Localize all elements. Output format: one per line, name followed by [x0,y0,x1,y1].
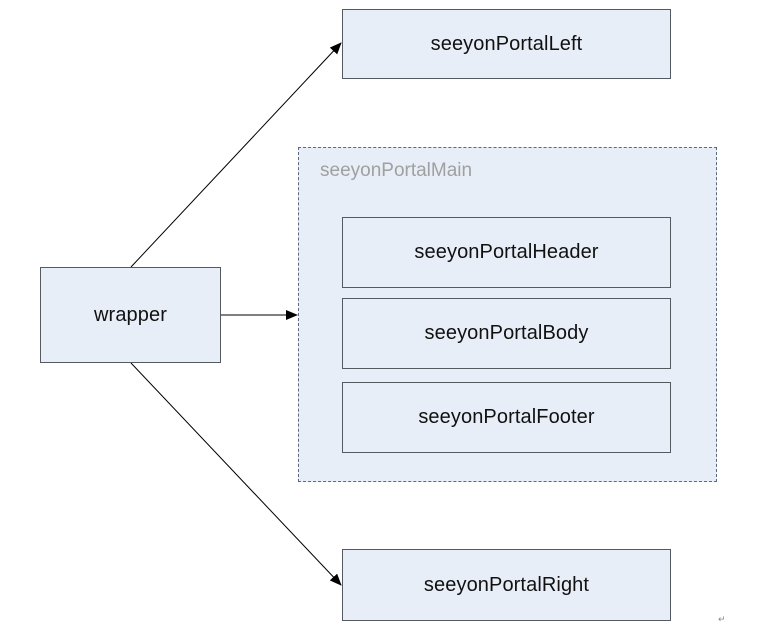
wrapper-label: wrapper [94,303,167,326]
portal-main-label: seeyonPortalMain [320,160,473,181]
wrapper-box: wrapper [40,267,221,363]
portal-header-box: seeyonPortalHeader [342,217,671,288]
paragraph-return-mark: ↵ [718,614,726,624]
portal-left-label: seeyonPortalLeft [430,32,583,55]
portal-body-box: seeyonPortalBody [342,298,671,369]
portal-body-label: seeyonPortalBody [424,322,589,344]
portal-left-box: seeyonPortalLeft [342,9,671,79]
portal-footer-label: seeyonPortalFooter [418,406,595,428]
portal-header-label: seeyonPortalHeader [414,241,599,263]
portal-footer-box: seeyonPortalFooter [342,382,671,453]
portal-right-label: seeyonPortalRight [423,573,590,596]
portal-right-box: seeyonPortalRight [342,549,671,621]
